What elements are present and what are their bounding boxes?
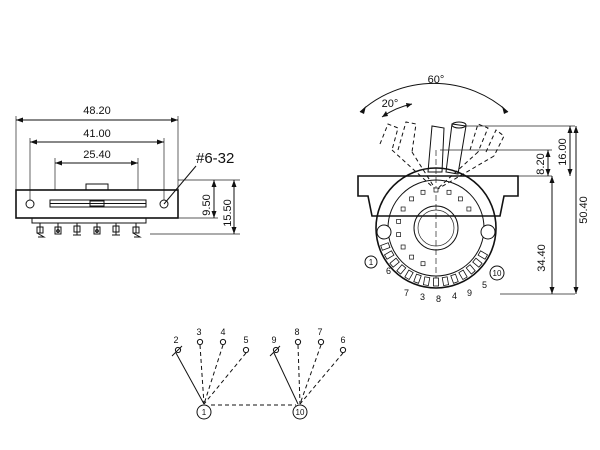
wafer-rivet [409, 254, 414, 260]
wafer-rivet [396, 219, 401, 224]
terminal-label: 6 [386, 266, 391, 276]
wafer-rivet [446, 189, 452, 195]
lever-positions [379, 121, 505, 191]
dim-lever-offset: 8.20 [535, 153, 547, 174]
wafer-rivet [433, 187, 439, 193]
terminal-label: 4 [452, 291, 457, 301]
terminal-label: 3 [420, 292, 425, 302]
contact-label: 9 [271, 335, 276, 345]
terminal-label: 8 [436, 294, 441, 304]
contact-label: 6 [340, 335, 345, 345]
wafer-rivet [409, 196, 414, 202]
wafer-contact [413, 273, 422, 284]
wafer-contact [477, 250, 489, 260]
schematic: 2 3 4 5 1 9 8 7 6 10 [171, 327, 347, 420]
angle-step-label: 20° [382, 98, 399, 110]
wafer-rivet [400, 244, 406, 250]
wafer-contact [422, 276, 431, 287]
common-label-left: 1 [202, 408, 207, 417]
dim-height-b: 15.50 [222, 199, 234, 227]
wafer-rivet [400, 206, 406, 212]
terminal-common-10: 10 [493, 269, 502, 278]
wafer-rivet [420, 261, 426, 267]
contact-label: 4 [220, 327, 225, 337]
dim-height-a: 9.50 [201, 194, 213, 215]
terminal-common-1: 1 [369, 258, 374, 267]
wafer-contact [404, 269, 414, 281]
dim-overall-width: 48.20 [83, 105, 111, 117]
wafer-contacts [380, 187, 489, 287]
angle-total-label: 60° [428, 74, 445, 86]
wafer-contact [441, 276, 450, 287]
wafer-contact [389, 257, 400, 268]
wafer-contact [433, 277, 439, 287]
common-label-right: 10 [296, 408, 305, 417]
dim-body-height: 34.40 [536, 244, 548, 272]
dim-total-height: 50.40 [578, 196, 590, 224]
wafer-contact [458, 269, 468, 281]
wafer-contact [465, 264, 476, 275]
wafer-contact [450, 273, 459, 284]
wafer-rivet [420, 189, 426, 195]
front-terminals [36, 223, 142, 238]
contact-label: 3 [196, 327, 201, 337]
front-view: 48.20 41.00 25.40 [15, 105, 240, 238]
dim-lever-height: 16.00 [557, 138, 569, 166]
contact-label: 5 [243, 335, 248, 345]
dim-mount-spacing: 41.00 [83, 128, 111, 140]
lever-solid [427, 121, 467, 175]
wafer-rivet [396, 232, 401, 237]
contact-label: 2 [173, 335, 178, 345]
wafer-contact [380, 242, 391, 251]
wafer-contact [472, 257, 483, 268]
terminal-label: 7 [404, 288, 409, 298]
wafer-rivet [466, 206, 472, 212]
terminal-label: 9 [467, 288, 472, 298]
terminal-label: 5 [482, 280, 487, 290]
wafer-rivet [458, 196, 463, 202]
wafer-contact [383, 250, 395, 260]
contact-label: 8 [294, 327, 299, 337]
screw-size-label: #6-32 [196, 150, 234, 167]
side-view: 60° 20° 8.20 [357, 74, 590, 304]
contact-label: 7 [317, 327, 322, 337]
wafer-contact [396, 264, 407, 275]
dim-pin-spacing: 25.40 [83, 149, 111, 161]
